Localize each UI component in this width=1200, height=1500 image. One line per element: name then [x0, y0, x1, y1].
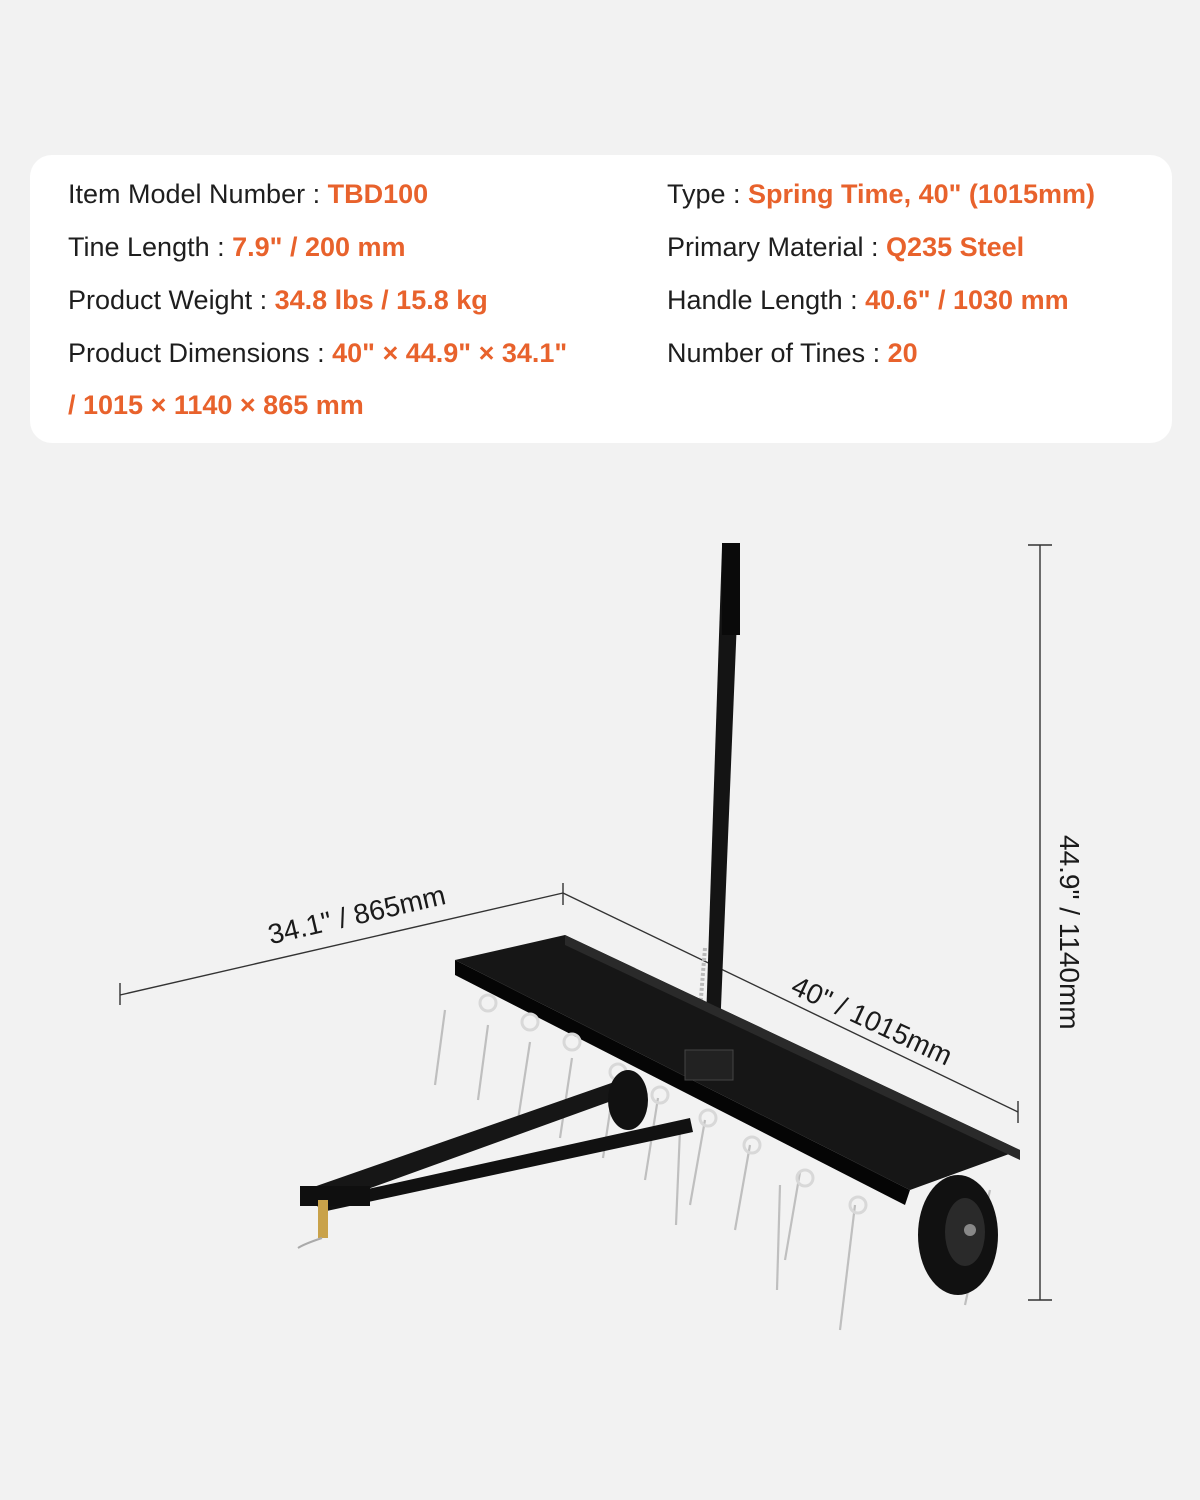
height-dimension-label: 44.9" / 1140mm — [1054, 835, 1085, 1030]
spec-label: Type : — [667, 179, 749, 209]
spec-tines: Number of Tines : 20 — [667, 336, 918, 370]
spec-value: 7.9" / 200 mm — [232, 232, 406, 262]
handle — [697, 543, 740, 1080]
spec-value: 40" × 44.9" × 34.1" — [332, 338, 568, 368]
tine-springs — [478, 993, 868, 1215]
spec-tine-length: Tine Length : 7.9" / 200 mm — [68, 230, 406, 264]
spec-value: 20 — [887, 338, 918, 368]
tow-bar — [297, 1080, 693, 1249]
spec-label: Item Model Number : — [68, 179, 328, 209]
spec-value: / 1015 × 1140 × 865 mm — [68, 390, 364, 420]
spec-model: Item Model Number : TBD100 — [68, 177, 428, 211]
spec-label: Product Dimensions : — [68, 338, 333, 368]
spec-weight: Product Weight : 34.8 lbs / 15.8 kg — [68, 283, 488, 317]
wheel-front — [918, 1175, 998, 1295]
spec-value: 40.6" / 1030 mm — [865, 285, 1069, 315]
width-dimension-line — [562, 892, 1019, 1113]
dimension-lines — [119, 544, 1052, 1301]
spec-label: Number of Tines : — [667, 338, 888, 368]
spec-value: Spring Time, 40" (1015mm) — [748, 179, 1095, 209]
spec-material: Primary Material : Q235 Steel — [667, 230, 1024, 264]
spec-label: Primary Material : — [667, 232, 887, 262]
spec-label: Handle Length : — [667, 285, 866, 315]
spec-value: TBD100 — [327, 179, 429, 209]
tray — [455, 935, 1020, 1205]
spec-dimensions-line2: / 1015 × 1140 × 865 mm — [68, 388, 364, 422]
spec-value: 34.8 lbs / 15.8 kg — [274, 285, 488, 315]
wheel-rear — [608, 1070, 648, 1130]
spec-dimensions: Product Dimensions : 40" × 44.9" × 34.1" — [68, 336, 567, 370]
spec-label: Tine Length : — [68, 232, 233, 262]
depth-dimension-line — [119, 892, 564, 996]
spec-handle-length: Handle Length : 40.6" / 1030 mm — [667, 283, 1069, 317]
spec-label: Product Weight : — [68, 285, 275, 315]
spec-type: Type : Spring Time, 40" (1015mm) — [667, 177, 1095, 211]
spec-value: Q235 Steel — [886, 232, 1025, 262]
spec-card: Item Model Number : TBD100 Type : Spring… — [30, 155, 1172, 443]
